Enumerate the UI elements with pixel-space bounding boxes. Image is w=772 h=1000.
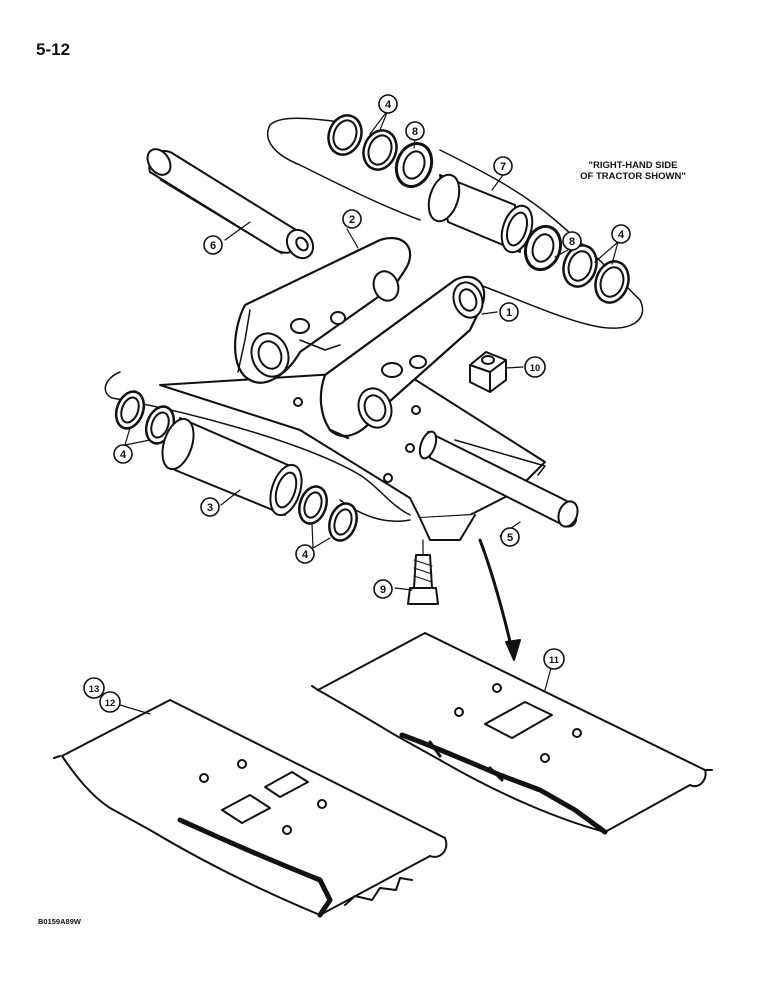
callout-9: 9 — [373, 579, 393, 599]
svg-text:4: 4 — [385, 99, 392, 111]
callout-8-right: 8 — [562, 231, 582, 251]
page-number: 5-12 — [36, 40, 71, 59]
seal-4-top — [327, 114, 398, 171]
svg-text:4: 4 — [302, 549, 309, 561]
link-2 — [234, 237, 412, 384]
nut-10 — [469, 351, 507, 393]
svg-text:7: 7 — [500, 161, 506, 173]
bolt-9 — [407, 539, 439, 605]
svg-text:8: 8 — [412, 126, 418, 138]
link-1 — [319, 275, 486, 440]
lower-group-outline — [104, 371, 411, 516]
callout-3: 3 — [200, 497, 220, 517]
figure-code: B0159A89W — [38, 917, 81, 926]
orientation-note-line2: OF TRACTOR SHOWN" — [580, 171, 686, 182]
seal-4-right — [562, 244, 630, 304]
callout-4-lower: 4 — [295, 544, 315, 564]
callout-13: 13 — [83, 677, 105, 699]
track-shoe-12 — [53, 699, 448, 918]
shoe-arrow — [478, 538, 514, 652]
orientation-note-line1: "RIGHT-HAND SIDE — [588, 160, 678, 171]
svg-text:3: 3 — [207, 502, 213, 514]
callout-4-left: 4 — [113, 444, 133, 464]
callout-5: 5 — [500, 527, 520, 547]
bushing-3 — [161, 417, 303, 517]
svg-text:10: 10 — [530, 363, 541, 374]
svg-text:8: 8 — [569, 236, 575, 248]
pin-5 — [418, 430, 579, 528]
bushing-7 — [427, 173, 534, 254]
svg-text:5: 5 — [507, 532, 513, 544]
svg-text:4: 4 — [120, 449, 127, 461]
svg-text:6: 6 — [210, 240, 216, 252]
callout-7: 7 — [493, 156, 513, 176]
leader-lines — [119, 109, 619, 715]
callout-8-top: 8 — [405, 121, 425, 141]
spacer-8-right — [523, 224, 563, 272]
orientation-note: "RIGHT-HAND SIDE OF TRACTOR SHOWN" — [548, 160, 718, 182]
track-shoe-assembly-plate — [159, 369, 546, 541]
svg-text:1: 1 — [506, 307, 512, 319]
callout-2: 2 — [342, 209, 362, 229]
callouts: 4 8 7 8 4 2 6 1 10 4 3 4 5 9 11 13 12 — [83, 94, 631, 713]
spacer-8-top — [394, 142, 434, 188]
callout-12: 12 — [99, 691, 121, 713]
upper-group-outline — [269, 117, 644, 329]
svg-text:4: 4 — [618, 229, 625, 241]
seal-4-lower — [298, 485, 358, 542]
callout-11: 11 — [543, 648, 565, 670]
callout-10: 10 — [524, 356, 546, 378]
svg-text:12: 12 — [105, 698, 116, 709]
svg-text:9: 9 — [380, 584, 386, 596]
callout-6: 6 — [203, 235, 223, 255]
track-shoe-11 — [311, 632, 713, 835]
callout-4-right: 4 — [611, 224, 631, 244]
svg-text:11: 11 — [549, 655, 560, 666]
callout-1: 1 — [499, 302, 519, 322]
svg-text:2: 2 — [349, 214, 355, 226]
svg-text:13: 13 — [89, 684, 100, 695]
pin-6 — [146, 148, 315, 260]
callout-4-top: 4 — [378, 94, 398, 114]
